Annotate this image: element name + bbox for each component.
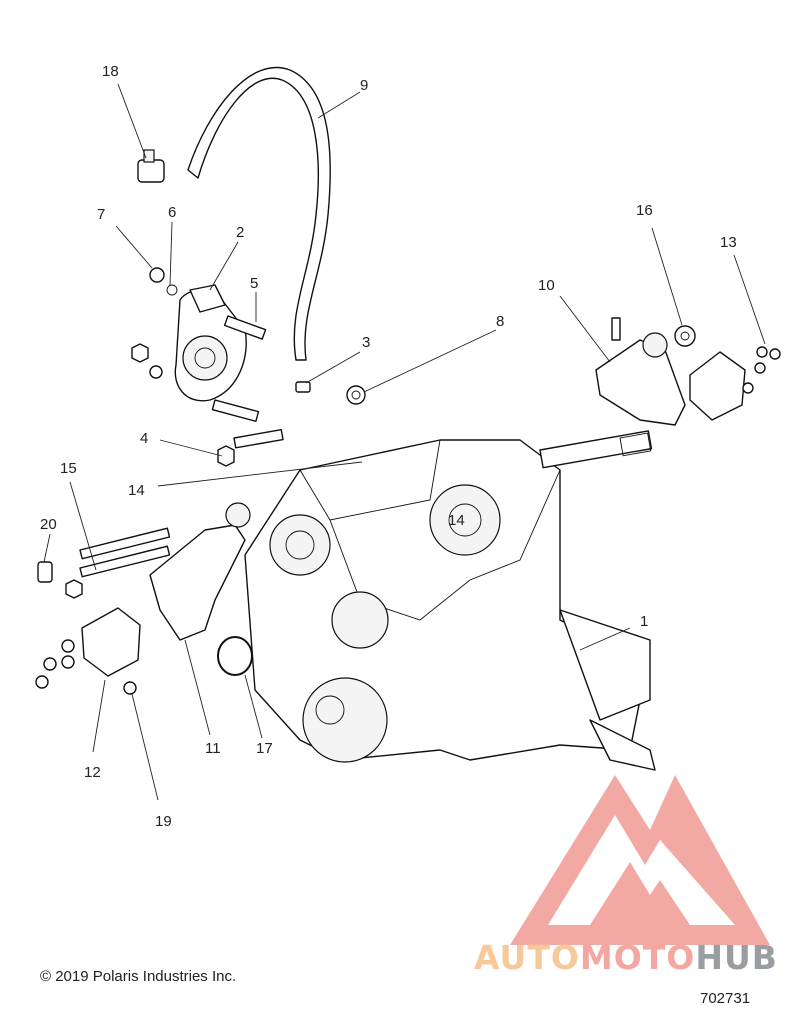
mount-part-13 <box>689 346 781 421</box>
callout-12: 12 <box>84 764 101 781</box>
transmission-housing-part-1 <box>244 430 656 771</box>
callout-9: 9 <box>360 77 368 94</box>
callout-11: 11 <box>205 740 221 757</box>
callout-10: 10 <box>538 277 555 294</box>
callout-4: 4 <box>140 430 148 447</box>
callout-18: 18 <box>102 63 119 80</box>
clip-part-18 <box>137 149 165 183</box>
washer-part-16 <box>674 325 696 347</box>
callout-2: 2 <box>236 224 244 241</box>
bolt-part-20 <box>37 561 53 583</box>
watermark-text: AUTOMOTOHUB <box>474 938 778 977</box>
bolt-part-lower <box>211 399 260 423</box>
callout-labels: 1 2 3 4 5 6 7 8 9 10 11 12 13 14 14 15 1… <box>40 63 737 830</box>
callout-14-left: 14 <box>128 482 145 499</box>
bolt-part-5 <box>223 315 267 340</box>
copyright-notice: © 2019 Polaris Industries Inc. <box>40 968 237 985</box>
callout-3: 3 <box>362 334 370 351</box>
watermark-logo <box>510 775 770 945</box>
callout-1: 1 <box>640 613 648 630</box>
cover-part-2 <box>131 267 247 402</box>
watermark-word-hub: HUB <box>695 938 778 977</box>
hose-part-9 <box>187 66 331 361</box>
figure-number: 702731 <box>700 990 751 1007</box>
washer-part-8 <box>346 385 366 405</box>
callout-17: 17 <box>256 740 273 757</box>
callout-14-right: 14 <box>448 512 465 529</box>
callout-13: 13 <box>720 234 737 251</box>
callout-8: 8 <box>496 313 504 330</box>
callout-20: 20 <box>40 516 57 533</box>
bolt-part-4 <box>217 428 284 467</box>
bracket-part-10 <box>595 317 686 426</box>
bracket-part-11 <box>149 502 251 641</box>
callout-6: 6 <box>168 204 176 221</box>
cap-part-19 <box>123 681 137 695</box>
plug-part-3 <box>295 381 311 393</box>
mount-part-12 <box>35 607 141 689</box>
watermark-word-auto: AUTO <box>474 938 580 977</box>
callout-16: 16 <box>636 202 653 219</box>
oring-part-17 <box>217 636 253 676</box>
leader-lines <box>43 83 766 801</box>
callout-5: 5 <box>250 275 258 292</box>
callout-19: 19 <box>155 813 172 830</box>
callout-7: 7 <box>97 206 105 223</box>
watermark-word-moto: MOTO <box>579 938 696 977</box>
bolt-part-15 <box>65 527 171 599</box>
callout-15: 15 <box>60 460 77 477</box>
